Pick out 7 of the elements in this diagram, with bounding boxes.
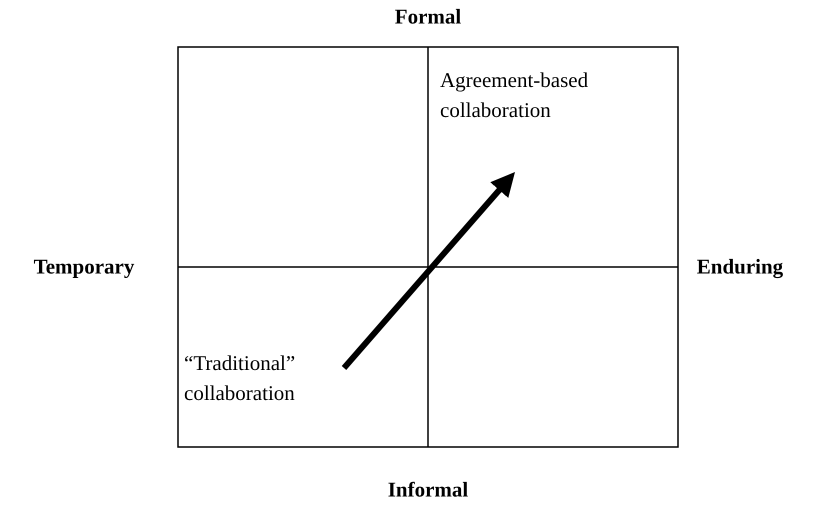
axis-label: Temporary — [34, 254, 134, 280]
arrow — [342, 172, 515, 370]
axis-label: Formal — [394, 4, 462, 30]
quadrant-label: “Traditional” collaboration — [184, 348, 344, 410]
quadrant-label: Agreement-based collaboration — [440, 65, 620, 172]
axis-label: Informal — [388, 478, 468, 502]
axis-label: Enduring — [696, 254, 784, 280]
